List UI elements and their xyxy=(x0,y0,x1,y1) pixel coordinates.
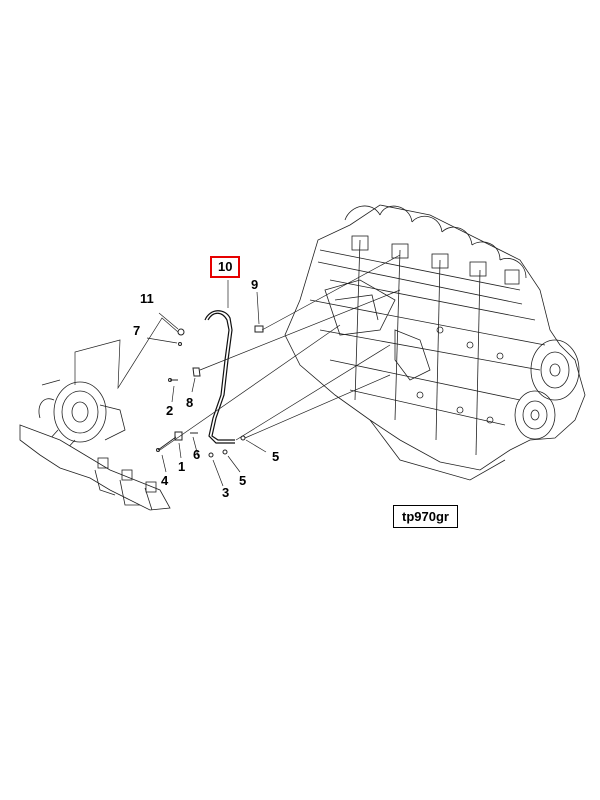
callout-4: 4 xyxy=(161,473,169,488)
leader-lines xyxy=(74,254,401,487)
callout-7: 7 xyxy=(133,323,141,338)
callout-3: 3 xyxy=(222,485,230,500)
turbocharger xyxy=(19,379,171,511)
hardware-parts xyxy=(156,325,264,458)
callout-11: 11 xyxy=(140,291,154,306)
reference-code-box: tp970gr xyxy=(393,505,458,528)
callout-5a: 5 xyxy=(239,473,247,488)
engine-block xyxy=(284,204,586,481)
callout-6: 6 xyxy=(193,447,201,462)
callout-2: 2 xyxy=(166,403,174,418)
pipe-part-10 xyxy=(204,310,235,444)
callout-5b: 5 xyxy=(272,449,280,464)
callout-10: 10 xyxy=(210,256,241,278)
callout-8: 8 xyxy=(186,395,194,410)
callout-9: 9 xyxy=(251,277,259,292)
callout-1: 1 xyxy=(178,459,186,474)
